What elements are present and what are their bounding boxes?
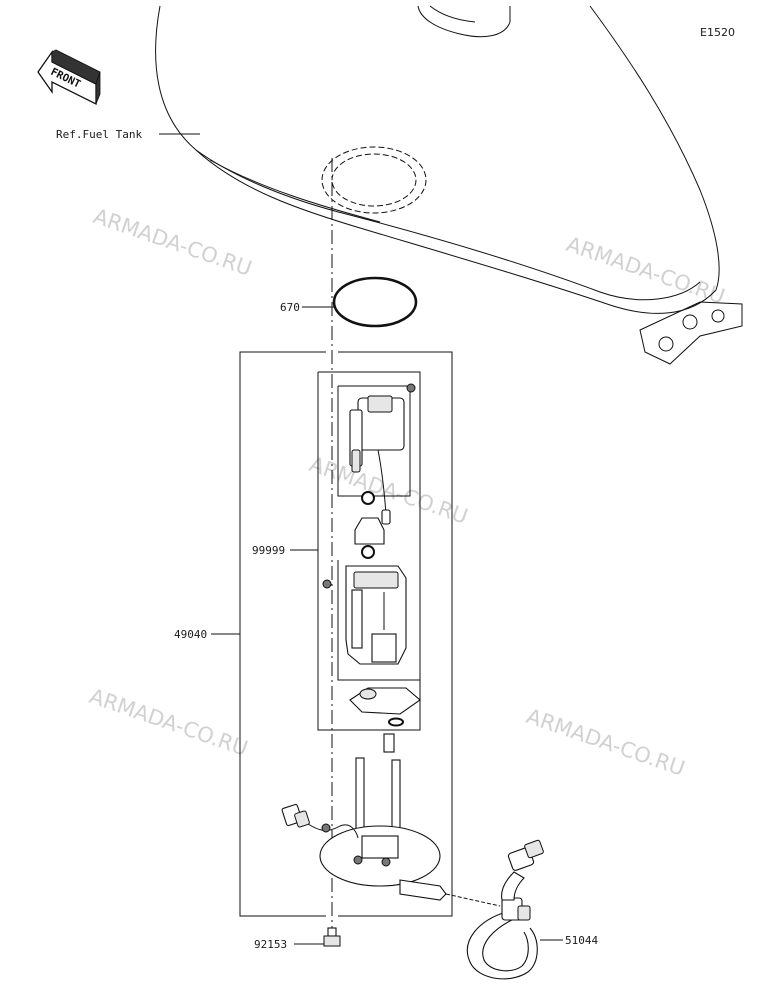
part-number-49040: 49040 [174,628,207,641]
pump-housing [322,565,407,665]
ref-fuel-tank-label: Ref.Fuel Tank [56,128,142,141]
pump-flange [319,733,447,901]
part-number-670: 670 [280,301,300,314]
sub-frame [337,560,420,681]
front-arrow-icon: FRONT [37,49,101,106]
gasket-ring [332,276,418,328]
pump-motor [349,383,416,525]
bolt [323,927,341,947]
assembly-bracket [338,351,453,917]
filter-base [349,687,421,727]
assembly-bracket [239,351,326,917]
part-number-99999: 99999 [252,544,285,557]
pressure-regulator [354,517,385,559]
watermark: ARMADA-CO.RU [523,704,687,781]
watermark: ARMADA-CO.RU [563,232,727,309]
part-number-92153: 92153 [254,938,287,951]
diagram-code: E1520 [700,26,735,39]
sub-frame [337,385,411,497]
watermark: ARMADA-CO.RU [86,684,250,761]
part-number-51044: 51044 [565,934,598,947]
electrical-connector [281,803,359,839]
watermark: ARMADA-CO.RU [90,204,254,281]
fuel-hose [445,839,544,980]
inner-bracket [317,371,421,731]
fuel-tank [155,5,743,365]
